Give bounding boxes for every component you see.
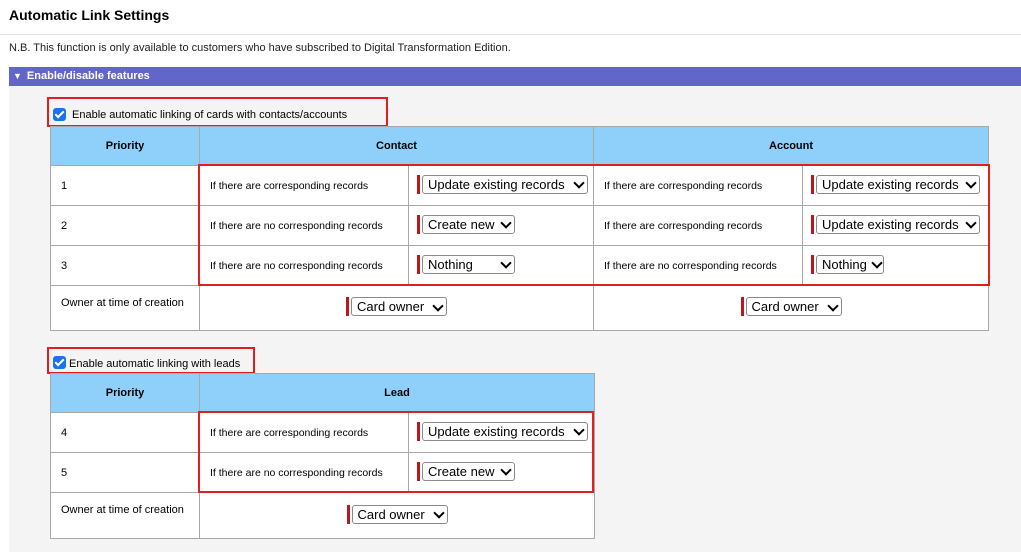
contact-account-table: Priority Contact Account 1 If there are … [50,126,990,331]
owner-label: Owner at time of creation [50,285,200,331]
header-priority: Priority [50,126,200,166]
account-owner-select[interactable]: Card owner [745,297,842,316]
priority-cell: 5 [50,452,200,493]
header-account: Account [593,126,990,166]
section-header-enable-disable[interactable]: ▼ Enable/disable features [9,67,1021,86]
required-marker [417,214,420,234]
header-priority: Priority [50,373,200,413]
required-marker [811,214,815,234]
triangle-down-icon: ▼ [13,71,22,81]
owner-label: Owner at time of creation [50,492,200,539]
chevron-down-icon [829,302,837,312]
owner-row: Owner at time of creation Card owner Car… [50,285,990,331]
required-marker [346,297,349,316]
required-marker [811,254,815,274]
title-divider [0,34,1021,35]
required-marker [417,174,420,194]
page-title: Automatic Link Settings [9,7,170,23]
header-lead: Lead [199,373,595,413]
contact-action-select-1[interactable]: Update existing records [422,174,588,194]
edition-note: N.B. This function is only available to … [9,42,511,54]
contact-account-checkbox[interactable] [53,107,66,121]
contact-condition: If there are no corresponding records [199,205,409,246]
contact-action-select-3[interactable]: Nothing [422,254,515,274]
account-condition: If there are corresponding records [593,205,804,246]
account-action-select-1[interactable]: Update existing records [816,174,981,194]
required-marker [417,421,420,441]
priority-cell: 2 [50,205,200,246]
leads-checkbox-label: Enable automatic linking with leads [69,358,241,370]
contact-account-checkbox-row[interactable]: Enable automatic linking of cards with c… [53,107,347,121]
leads-checkbox[interactable] [53,355,66,369]
table-row: 1 If there are corresponding records Upd… [50,165,990,206]
lead-action-select-4[interactable]: Update existing records [422,421,588,441]
required-marker [417,254,420,274]
required-marker [346,504,350,524]
highlight-contact-account-rules [198,164,990,286]
required-marker [740,297,744,316]
lead-action-select-5[interactable]: Create new [422,461,515,481]
contact-action-select-2[interactable]: Create new [422,214,515,234]
lead-condition: If there are no corresponding records [199,452,409,493]
required-marker [417,461,420,481]
required-marker [811,174,815,194]
priority-cell: 1 [50,165,200,206]
chevron-down-icon [434,302,442,312]
highlight-lead-rules [198,411,594,493]
contact-owner-select[interactable]: Card owner [351,297,447,316]
lead-owner-select[interactable]: Card owner [351,504,448,524]
leads-table: Priority Lead 4 If there are correspondi… [50,373,595,539]
table-row: 2 If there are no corresponding records … [50,205,990,246]
leads-checkbox-row[interactable]: Enable automatic linking with leads [53,354,240,370]
section-title: Enable/disable features [26,70,150,82]
account-action-select-3[interactable]: Nothing [816,254,885,274]
header-contact: Contact [198,126,595,166]
priority-cell: 3 [50,245,200,286]
contact-account-checkbox-label: Enable automatic linking of cards with c… [72,109,348,121]
table-row: 5 If there are no corresponding records … [50,452,595,493]
owner-row: Owner at time of creation Card owner [50,492,595,539]
contact-condition: If there are corresponding records [199,165,409,206]
account-action-select-2[interactable]: Update existing records [816,214,981,234]
chevron-down-icon [435,509,443,519]
account-condition: If there are corresponding records [593,165,804,206]
priority-cell: 4 [50,412,200,453]
